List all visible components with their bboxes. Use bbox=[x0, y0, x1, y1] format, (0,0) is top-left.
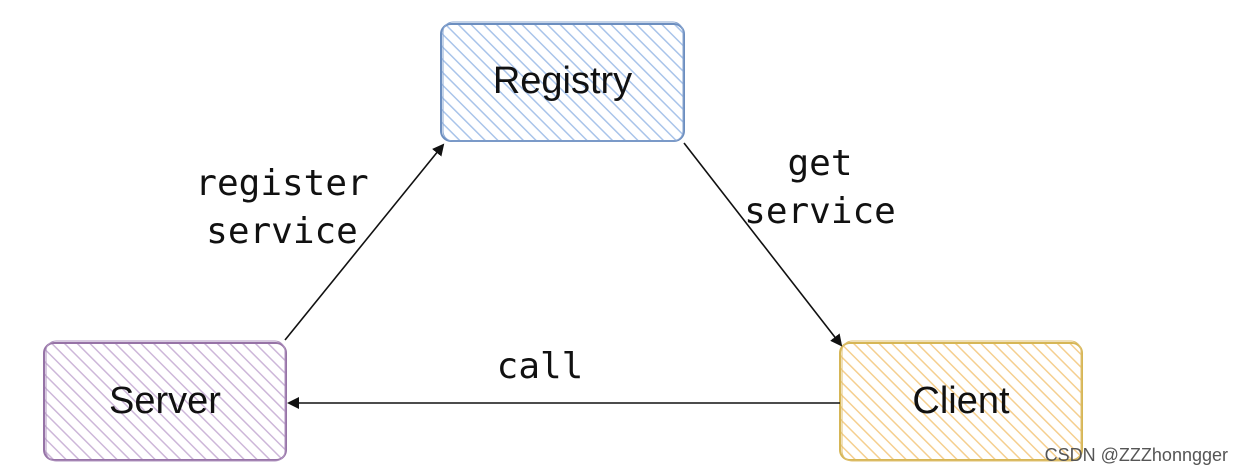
get-service-label: get service bbox=[740, 140, 900, 236]
register-service-label-line2: service bbox=[206, 211, 358, 252]
register-service-label-line1: register bbox=[195, 163, 369, 204]
watermark: CSDN @ZZZhonngger bbox=[1044, 445, 1228, 465]
get-service-label-line2: service bbox=[744, 191, 896, 232]
server-label: Server bbox=[109, 380, 221, 422]
call-label: call bbox=[496, 346, 584, 387]
get-service-label-line1: get bbox=[787, 143, 853, 184]
registry-label: Registry bbox=[492, 60, 633, 102]
server-node bbox=[43, 340, 287, 462]
registry-node bbox=[440, 21, 685, 142]
get-service-arrow bbox=[683, 142, 843, 347]
register-service-arrow bbox=[284, 143, 445, 341]
client-label: Client bbox=[912, 380, 1010, 422]
register-service-label: register service bbox=[192, 160, 372, 256]
client-node bbox=[839, 340, 1083, 462]
